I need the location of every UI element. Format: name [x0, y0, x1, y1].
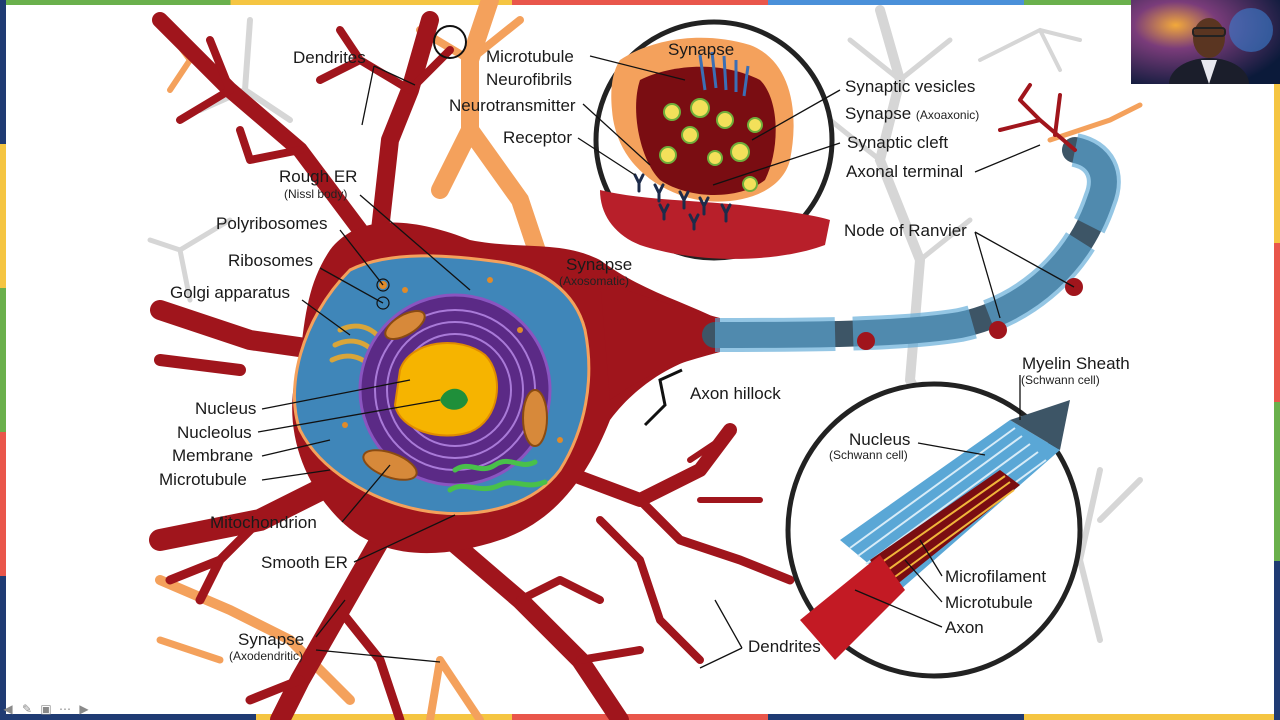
- pen-icon[interactable]: ✎: [21, 702, 33, 716]
- label-ribosomes: Ribosomes: [228, 251, 314, 270]
- axon-inset: [785, 381, 1083, 679]
- synapse-axoaxonic-marker: [433, 25, 467, 59]
- label-synapse-inset: Synapse: [668, 40, 735, 59]
- right-border-strip: [1274, 84, 1280, 720]
- label-rough-er-sub: (Nissl body): [284, 187, 348, 201]
- back-arrow-icon[interactable]: ◀: [3, 702, 13, 716]
- ribosome-marker: [376, 296, 390, 310]
- nucleolus: [440, 388, 468, 410]
- presenter-image: [1131, 0, 1280, 84]
- mitochondrion-3: [384, 310, 426, 340]
- mitochondrion-2: [522, 389, 548, 447]
- label-microtubule-left: Microtubule: [159, 470, 247, 489]
- left-border-strip: [0, 0, 6, 720]
- slides-icon[interactable]: ▣: [40, 702, 52, 716]
- label-microtubule-inset: Microtubule: [945, 593, 1033, 612]
- label-dendrites-top: Dendrites: [293, 48, 366, 67]
- label-nucleus-schwann-sub: (Schwann cell): [829, 448, 908, 462]
- label-receptor: Receptor: [503, 128, 572, 147]
- label-myelin-sheath: Myelin Sheath: [1022, 354, 1130, 373]
- slideshow-controls: ◀ ✎ ▣ ⋯ ▶: [0, 700, 92, 718]
- label-axonal-terminal: Axonal terminal: [846, 162, 964, 181]
- smooth-er: [447, 458, 548, 493]
- label-synapse-axosomatic: Synapse: [566, 255, 633, 274]
- label-synaptic-cleft: Synaptic cleft: [847, 133, 949, 152]
- label-polyribosomes: Polyribosomes: [216, 214, 328, 233]
- polyribosome-marker: [376, 278, 390, 292]
- label-synapse-axodendritic: Synapse: [238, 630, 305, 649]
- label-node-of-ranvier: Node of Ranvier: [844, 221, 967, 240]
- label-nucleus: Nucleus: [195, 399, 257, 418]
- label-nucleus-schwann: Nucleus: [849, 430, 911, 449]
- label-microtubule-top: Microtubule: [486, 47, 574, 66]
- label-neurotransmitter: Neurotransmitter: [449, 96, 576, 115]
- more-icon[interactable]: ⋯: [59, 702, 71, 716]
- leader-lines: [257, 55, 1075, 669]
- forward-arrow-icon[interactable]: ▶: [79, 702, 89, 716]
- axon: [702, 133, 1121, 352]
- bottom-border-strip: [0, 714, 1280, 720]
- label-myelin-sheath-sub: (Schwann cell): [1021, 373, 1100, 387]
- neuron-dendrites: [149, 11, 795, 720]
- label-rough-er: Rough ER: [279, 167, 358, 186]
- label-synaptic-vesicles: Synaptic vesicles: [845, 77, 976, 96]
- label-dendrites-bottom: Dendrites: [748, 637, 821, 656]
- label-smooth-er: Smooth ER: [261, 553, 348, 572]
- label-axon-hillock: Axon hillock: [690, 384, 781, 403]
- label-microfilament: Microfilament: [945, 567, 1047, 586]
- top-border-strip: [0, 0, 1280, 5]
- axon-hillock: [600, 280, 720, 400]
- label-synapse-axosomatic-sub: (Axosomatic): [559, 274, 630, 288]
- label-axon: Axon: [945, 618, 984, 637]
- label-synapse-axoaxonic-main: Synapse: [845, 104, 912, 123]
- node-ranvier-2: [989, 321, 1007, 339]
- label-nucleolus: Nucleolus: [177, 423, 252, 442]
- node-ranvier-1: [857, 332, 875, 350]
- label-golgi-apparatus: Golgi apparatus: [170, 283, 291, 302]
- synapse-inset: [593, 19, 835, 261]
- axon-terminal-branches: [998, 83, 1077, 152]
- ribosome-dots: [342, 277, 563, 443]
- orange-processes: [155, 0, 1143, 720]
- label-neurofibrils: Neurofibrils: [486, 70, 572, 89]
- label-synapse-axoaxonic: Synapse (Axoaxonic): [845, 105, 979, 122]
- axon-hillock-bracket: [643, 368, 683, 427]
- label-synapse-axodendritic-sub: (Axodendritic): [229, 649, 304, 663]
- nucleus-core: [393, 342, 498, 437]
- label-mitochondrion: Mitochondrion: [210, 513, 317, 532]
- presenter-webcam: [1131, 0, 1280, 84]
- label-synapse-axoaxonic-sub: (Axoaxonic): [915, 108, 980, 122]
- label-membrane: Membrane: [172, 446, 254, 465]
